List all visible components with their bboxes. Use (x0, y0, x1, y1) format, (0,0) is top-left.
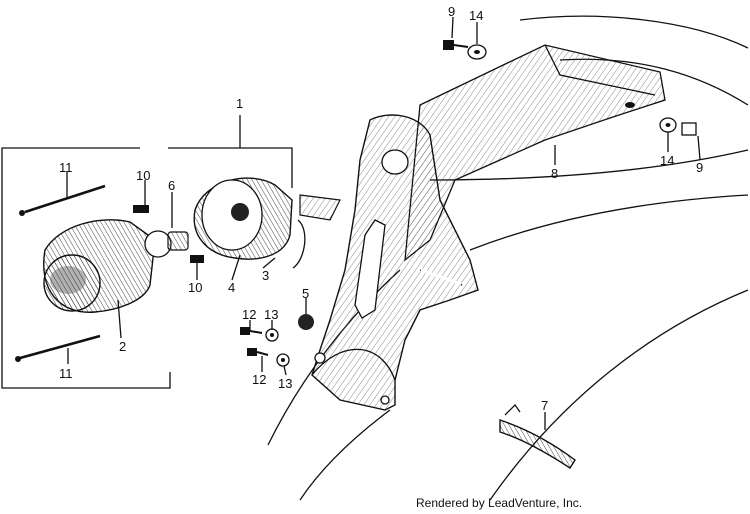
callout-3: 3 (262, 268, 269, 283)
bulb (144, 230, 189, 258)
callout-8: 8 (551, 166, 558, 181)
callout-4: 4 (228, 280, 235, 295)
callout-13-bottom: 13 (278, 376, 292, 391)
callout-11-bottom: 11 (59, 366, 73, 381)
light-base (193, 177, 293, 260)
callout-10-bottom: 10 (188, 280, 202, 295)
callout-14-right: 14 (660, 153, 674, 168)
callout-7: 7 (541, 398, 548, 413)
callout-13-top: 13 (264, 307, 278, 322)
tail-light-assembly-box (1, 115, 293, 389)
callout-5: 5 (302, 286, 309, 301)
rubber-cap (298, 314, 314, 330)
callout-1: 1 (236, 96, 243, 111)
bolts-washers-lower (240, 327, 290, 367)
callout-14-top: 14 (469, 8, 483, 23)
callout-10-top: 10 (136, 168, 150, 183)
callout-6: 6 (168, 178, 175, 193)
gasket (292, 219, 306, 269)
callout-labels: 1 2 3 4 5 6 7 8 9 9 10 10 11 11 12 12 13… (59, 4, 703, 413)
bolts-washers-upper (443, 40, 697, 136)
credit-text: Rendered by LeadVenture, Inc. (416, 496, 583, 510)
callout-12-top: 12 (242, 307, 256, 322)
tail-light-bracket (299, 114, 479, 411)
callout-9-top: 9 (448, 4, 455, 19)
tail-light-lens (43, 219, 156, 313)
leader-lines (66, 16, 701, 430)
long-screws (15, 184, 106, 362)
small-screws (133, 205, 204, 263)
callout-12-bottom: 12 (252, 372, 266, 387)
fender-clip (499, 403, 576, 469)
callout-2: 2 (119, 339, 126, 354)
callout-11-top: 11 (59, 160, 73, 175)
callout-9-right: 9 (696, 160, 703, 175)
